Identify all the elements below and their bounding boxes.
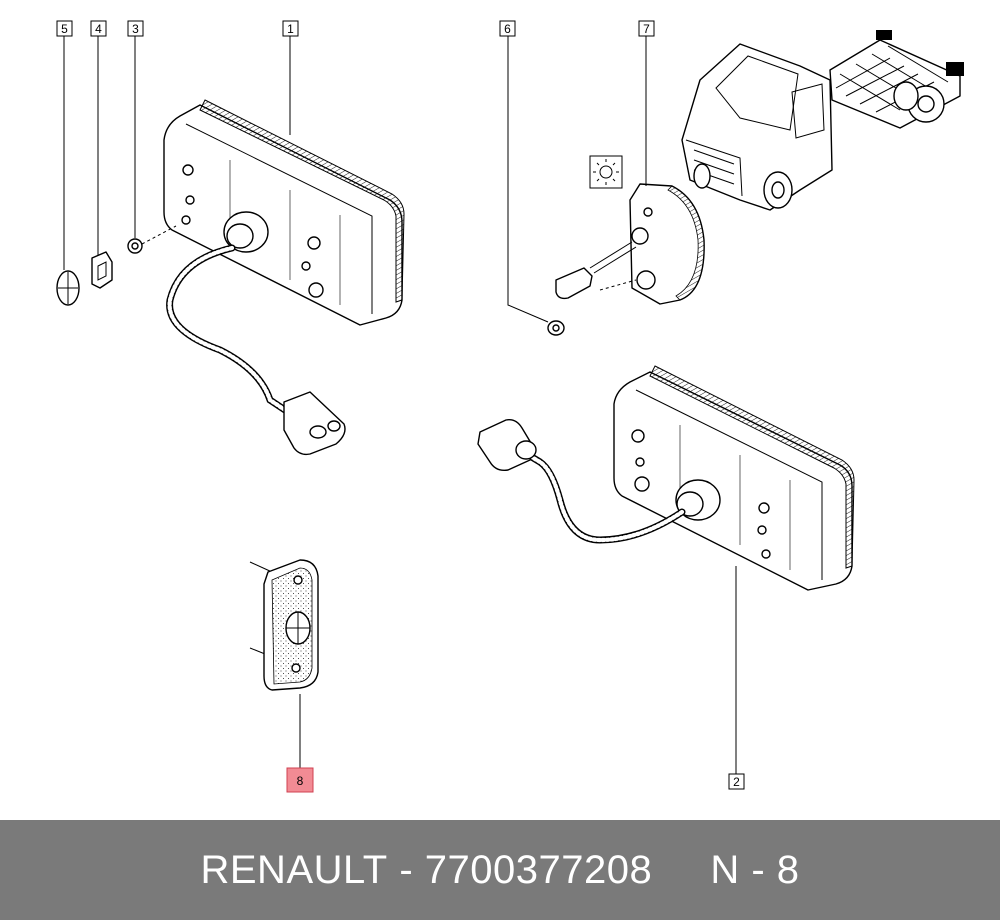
svg-text:8: 8	[297, 774, 304, 788]
van-illustration	[681, 30, 964, 211]
callout-2[interactable]: 2	[728, 773, 745, 790]
rear-lamp-left	[163, 34, 405, 456]
footer-part-number: 7700377208	[424, 847, 653, 892]
callout-3[interactable]: 3	[127, 20, 144, 37]
footer-spacer	[652, 848, 710, 893]
leader-6	[507, 34, 549, 323]
plate-lamp-8	[249, 559, 319, 768]
parts-diagram: 5 4 3 1 6 7 2 8	[56, 20, 964, 793]
callout-7[interactable]: 7	[638, 20, 655, 37]
clip-part-4	[91, 34, 113, 289]
marker-lamp-7	[555, 34, 705, 305]
nut-part-3	[127, 34, 177, 254]
light-bulb-icon	[589, 155, 623, 189]
svg-text:7: 7	[643, 22, 650, 36]
footer-brand: RENAULT	[200, 847, 388, 892]
footer-ref-number: 8	[776, 847, 800, 892]
footer-bar: RENAULT - 7700377208 N - 8	[0, 820, 1000, 920]
svg-text:5: 5	[61, 22, 68, 36]
callout-5[interactable]: 5	[56, 20, 73, 37]
footer-separator: -	[739, 847, 777, 892]
svg-text:3: 3	[132, 22, 139, 36]
footer-separator: -	[387, 847, 425, 892]
callout-1[interactable]: 1	[282, 20, 299, 37]
svg-text:6: 6	[504, 22, 511, 36]
nut-part-6	[507, 34, 565, 336]
callout-6[interactable]: 6	[499, 20, 516, 37]
cap-part-5	[56, 34, 80, 306]
svg-text:1: 1	[287, 22, 294, 36]
footer-ref-prefix: N	[710, 847, 740, 892]
svg-text:2: 2	[733, 775, 740, 789]
svg-text:4: 4	[95, 22, 102, 36]
callout-8-highlighted[interactable]: 8	[286, 767, 314, 793]
callout-4[interactable]: 4	[90, 20, 107, 37]
rear-lamp-right	[477, 365, 855, 774]
